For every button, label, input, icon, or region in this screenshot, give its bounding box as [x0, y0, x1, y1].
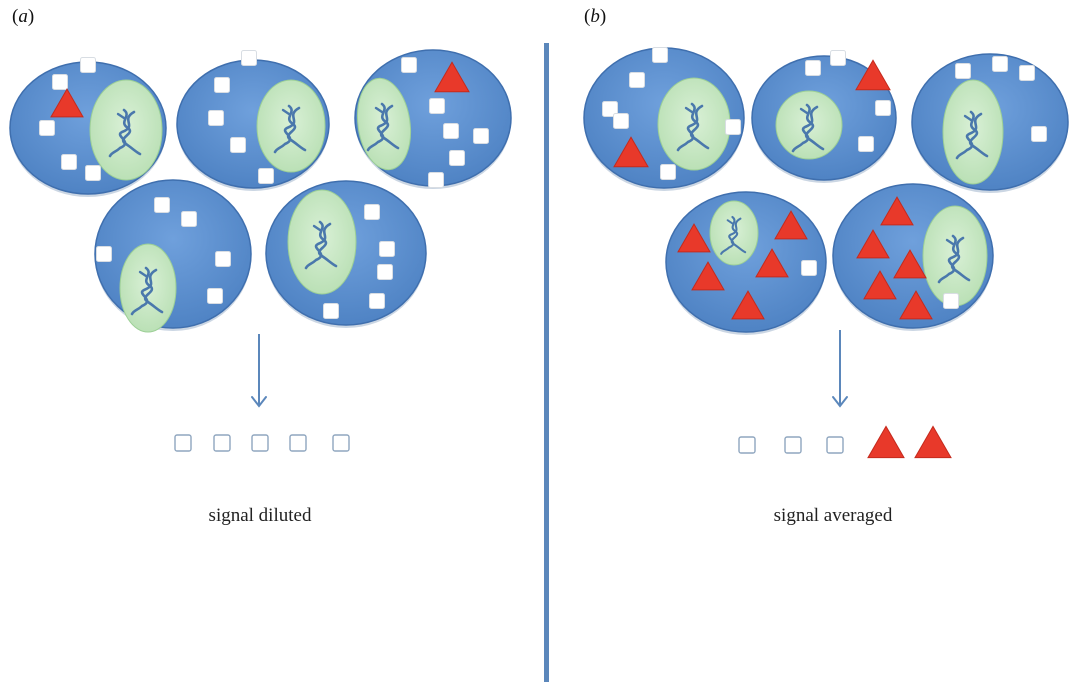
square-marker [652, 47, 668, 63]
result-row-averaged [738, 425, 952, 459]
result-square [738, 436, 756, 454]
triangle-marker [50, 88, 84, 118]
square-marker [1031, 126, 1047, 142]
result-square [826, 436, 844, 454]
dna-icon [366, 102, 400, 152]
result-square [332, 434, 350, 452]
triangle-marker [856, 229, 890, 259]
panel-label-a: (a) [12, 6, 35, 27]
square-marker [80, 57, 96, 73]
square-marker [230, 137, 246, 153]
triangle-marker [755, 248, 789, 278]
dna-icon [937, 234, 971, 284]
square-marker [241, 50, 257, 66]
dna-icon [955, 110, 989, 160]
result-square [251, 434, 269, 452]
dna-icon [791, 103, 825, 153]
square-marker [52, 74, 68, 90]
triangle-marker [880, 196, 914, 226]
square-marker [660, 164, 676, 180]
panel-label-b: (b) [584, 6, 607, 27]
triangle-marker [434, 61, 470, 93]
square-marker [428, 172, 444, 188]
square-marker [725, 119, 741, 135]
dna-icon [273, 104, 307, 154]
square-marker [323, 303, 339, 319]
cell [832, 183, 994, 331]
square-marker [364, 204, 380, 220]
square-marker [214, 77, 230, 93]
square-marker [875, 100, 891, 116]
triangle-marker [863, 270, 897, 300]
result-square [289, 434, 307, 452]
panel-divider [544, 43, 549, 682]
down-arrow [832, 330, 848, 408]
square-marker [613, 113, 629, 129]
triangle-marker [774, 210, 808, 240]
caption-signal-diluted: signal diluted [208, 505, 312, 526]
dna-icon [676, 102, 710, 152]
cell [911, 53, 1069, 193]
result-square [213, 434, 231, 452]
square-marker [208, 110, 224, 126]
square-marker [96, 246, 112, 262]
square-marker [992, 56, 1008, 72]
square-marker [449, 150, 465, 166]
dna-icon [108, 108, 142, 158]
cell [354, 49, 512, 189]
square-marker [61, 154, 77, 170]
cell [751, 50, 897, 183]
square-marker [215, 251, 231, 267]
square-marker [602, 101, 618, 117]
down-arrow [251, 334, 267, 408]
square-marker [801, 260, 817, 276]
square-marker [401, 57, 417, 73]
dna-icon [720, 215, 747, 255]
square-marker [429, 98, 445, 114]
dna-icon [130, 266, 164, 316]
result-square [174, 434, 192, 452]
result-triangle [867, 425, 905, 459]
square-marker [379, 241, 395, 257]
square-marker [39, 120, 55, 136]
result-triangle [914, 425, 952, 459]
triangle-marker [731, 290, 765, 320]
triangle-marker [613, 136, 649, 168]
square-marker [181, 211, 197, 227]
caption-signal-averaged: signal averaged [773, 505, 893, 526]
cell [9, 57, 167, 197]
square-marker [258, 168, 274, 184]
triangle-marker [691, 261, 725, 291]
cell [176, 50, 330, 191]
triangle-marker [893, 249, 927, 279]
triangle-marker [677, 223, 711, 253]
triangle-marker [855, 59, 891, 91]
square-marker [154, 197, 170, 213]
square-marker [85, 165, 101, 181]
square-marker [805, 60, 821, 76]
square-marker [207, 288, 223, 304]
square-marker [858, 136, 874, 152]
result-square [784, 436, 802, 454]
square-marker [830, 50, 846, 66]
result-row-diluted [174, 434, 350, 452]
cell [583, 47, 745, 191]
square-marker [943, 293, 959, 309]
square-marker [369, 293, 385, 309]
square-marker [629, 72, 645, 88]
square-marker [473, 128, 489, 144]
cell [94, 179, 252, 333]
cell [665, 191, 827, 335]
square-marker [955, 63, 971, 79]
square-marker [443, 123, 459, 139]
square-marker [1019, 65, 1035, 81]
cell [265, 180, 427, 328]
square-marker [377, 264, 393, 280]
triangle-marker [899, 290, 933, 320]
dna-icon [304, 220, 338, 270]
